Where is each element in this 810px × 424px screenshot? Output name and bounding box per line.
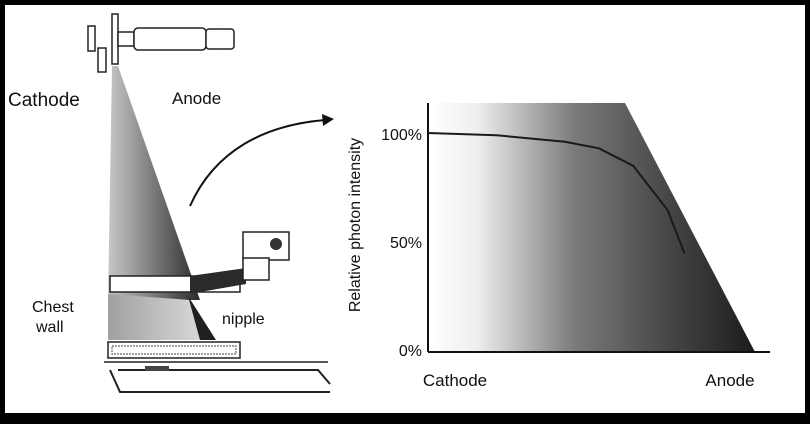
image-receptor bbox=[104, 341, 331, 393]
y-tick-50: 50% bbox=[390, 235, 422, 252]
y-tick-0: 0% bbox=[399, 343, 422, 360]
arrow-head bbox=[322, 114, 334, 126]
xray-beam bbox=[108, 66, 200, 300]
y-axis-label: Relative photon intensity bbox=[347, 138, 364, 312]
paddle-arm bbox=[190, 268, 246, 292]
cathode-block-upper bbox=[87, 25, 96, 52]
xray-tube bbox=[87, 13, 235, 73]
x-label-cathode: Cathode bbox=[423, 371, 487, 390]
receptor-grid bbox=[111, 345, 237, 355]
y-tick-100: 100% bbox=[381, 127, 422, 144]
paddle-bracket bbox=[242, 231, 290, 261]
arrow-line bbox=[189, 119, 326, 207]
cathode-label: Cathode bbox=[8, 90, 80, 111]
table-base-outer bbox=[109, 369, 330, 393]
breast-tissue bbox=[108, 294, 202, 340]
cathode-block-lower bbox=[97, 47, 107, 73]
anode-label: Anode bbox=[172, 89, 221, 108]
tube-housing bbox=[133, 27, 207, 51]
table-detail bbox=[145, 366, 169, 371]
receptor-frame bbox=[107, 341, 241, 359]
tube-end-cap bbox=[205, 28, 235, 50]
paddle-stem bbox=[242, 257, 270, 281]
intensity-chart: 100% 50% 0% Relative photon intensity Ca… bbox=[347, 103, 770, 390]
wall-label: wall bbox=[35, 319, 64, 336]
tube-neck bbox=[117, 31, 135, 47]
x-label-anode: Anode bbox=[705, 371, 754, 390]
chart-fill-area bbox=[428, 103, 755, 352]
nipple-label: nipple bbox=[222, 311, 265, 328]
breast-shadow bbox=[188, 296, 216, 340]
chest-label: Chest bbox=[32, 299, 74, 316]
table-base-inner bbox=[118, 369, 331, 385]
compression-paddle bbox=[109, 231, 290, 293]
intensity-curve bbox=[427, 132, 686, 254]
paddle-knob bbox=[270, 238, 282, 250]
anode-disc bbox=[111, 13, 119, 65]
